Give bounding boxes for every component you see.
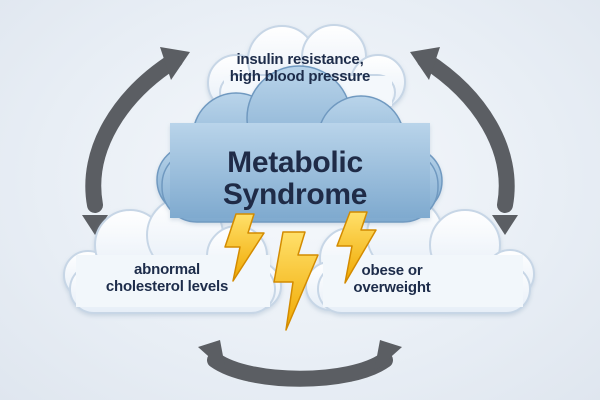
node-label-obesity: obese or overweight xyxy=(332,262,452,297)
node-label-left-line-2: cholesterol levels xyxy=(105,277,229,295)
node-label-right-line-1: obese or xyxy=(361,262,423,279)
node-label-top-line-2: high blood pressure xyxy=(229,67,371,85)
cloud-left xyxy=(63,196,282,314)
cycle-arrow-icon-top-left xyxy=(82,47,190,235)
lightning-bolt-icon-center xyxy=(273,231,319,331)
node-label-top-line-1: insulin resistance, xyxy=(236,51,364,68)
node-label-left-line-1: abnormal xyxy=(134,261,200,278)
lightning-bolt-icon-left xyxy=(224,213,265,282)
center-title: Metabolic Syndrome xyxy=(195,146,395,212)
center-title-line-1: Metabolic xyxy=(227,146,363,179)
node-label-insulin-blood-pressure: insulin resistance, high blood pressure xyxy=(210,51,390,86)
cycle-arrow-icon-top-right xyxy=(410,47,518,235)
cloud-center xyxy=(156,65,443,223)
node-label-cholesterol: abnormal cholesterol levels xyxy=(82,261,252,296)
cycle-arrow-icon-bottom xyxy=(198,340,402,387)
center-title-line-2: Syndrome xyxy=(222,178,368,212)
node-label-right-line-2: overweight xyxy=(353,278,431,296)
lightning-bolt-icon-right xyxy=(336,211,377,284)
